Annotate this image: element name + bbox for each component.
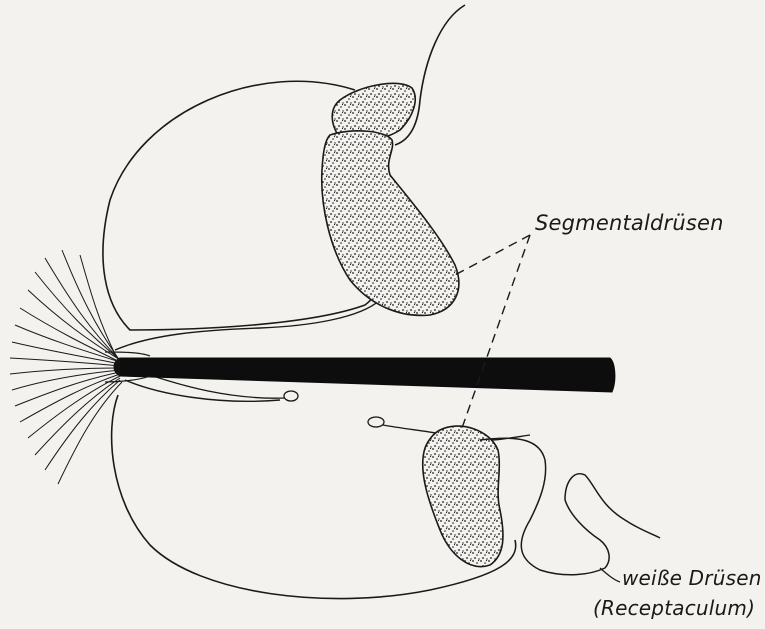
- white-glands-leader: [600, 568, 620, 582]
- white-gland-loop: [565, 474, 660, 538]
- label-segmental-glands: Segmentaldrüsen: [535, 211, 724, 235]
- lower-segmental-gland: [423, 426, 503, 567]
- lower-duct-bulb-right: [368, 417, 384, 427]
- lower-duct-bulb-left: [284, 391, 298, 401]
- fibre-fan: [10, 250, 122, 484]
- segmental-leaders: [455, 235, 530, 428]
- label-receptaculum: (Receptaculum): [593, 596, 755, 620]
- label-white-glands: weiße Drüsen: [622, 566, 762, 590]
- white-gland-inner: [565, 500, 609, 568]
- upper-segmental-gland: [322, 131, 459, 316]
